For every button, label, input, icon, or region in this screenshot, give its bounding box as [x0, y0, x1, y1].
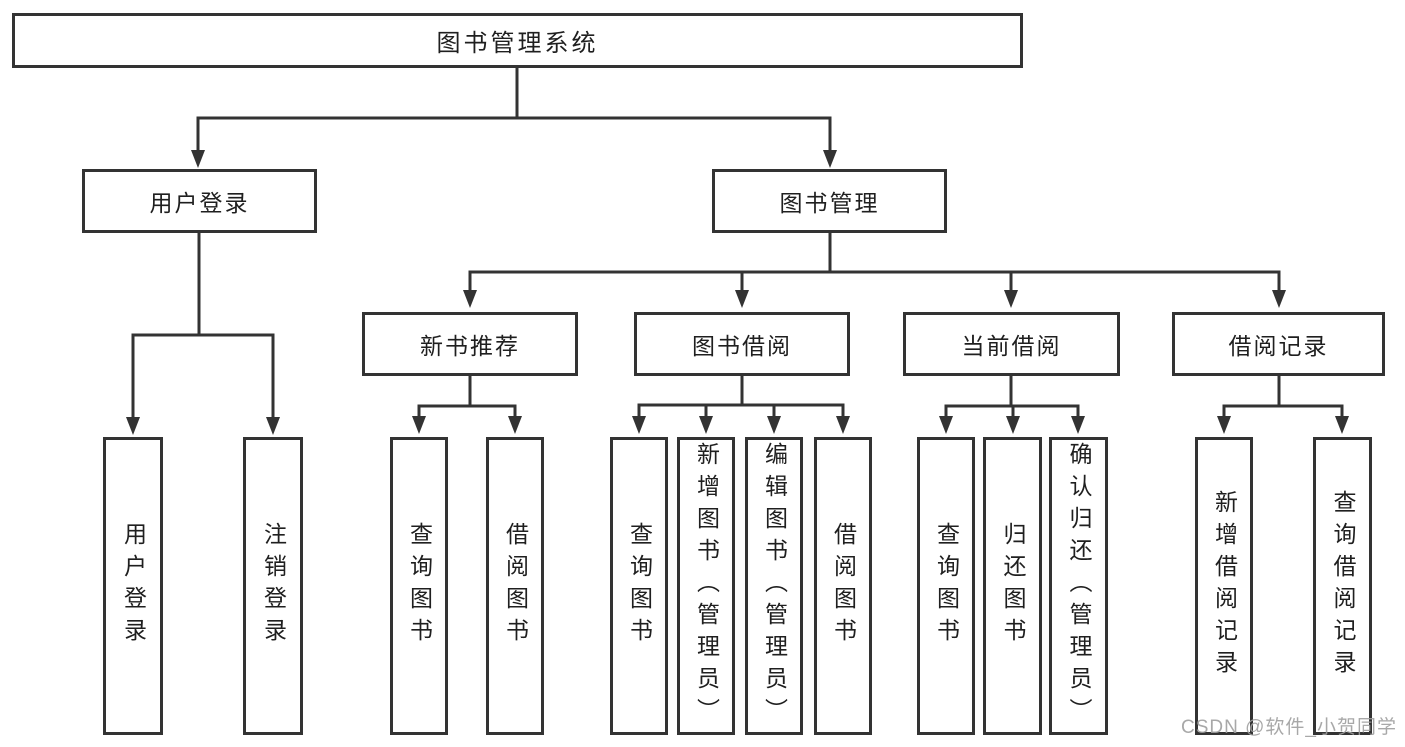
node-book-mgmt: 图书管理: [712, 169, 947, 233]
node-user-login-label: 用户登录: [149, 190, 250, 216]
node-book-borrow: 图书借阅: [634, 312, 850, 376]
leaf-borrow-add-admin-label: 新增图书（管理员）: [693, 442, 720, 730]
node-book-borrow-label: 图书借阅: [692, 333, 792, 359]
node-root-label: 图书管理系统: [436, 30, 599, 57]
node-new-book-rec: 新书推荐: [362, 312, 578, 376]
connector-user-login-to-leaves: [126, 233, 280, 435]
node-borrow-records: 借阅记录: [1172, 312, 1385, 376]
leaf-user-login-label: 用户登录: [120, 522, 147, 650]
node-user-login: 用户登录: [82, 169, 317, 233]
leaf-current-query: 查询图书: [917, 437, 975, 735]
leaf-record-query: 查询借阅记录: [1313, 437, 1372, 735]
leaf-current-return: 归还图书: [983, 437, 1042, 735]
leaf-logout: 注销登录: [243, 437, 303, 735]
leaf-record-add: 新增借阅记录: [1195, 437, 1253, 735]
node-root: 图书管理系统: [12, 13, 1023, 68]
connector-current-borrow-to-leaves: [939, 376, 1085, 434]
connector-book-borrow-to-leaves: [632, 376, 850, 434]
connector-borrow-records-to-leaves: [1217, 376, 1349, 434]
leaf-borrow-borrow: 借阅图书: [814, 437, 872, 735]
leaf-record-add-label: 新增借阅记录: [1211, 490, 1238, 682]
leaf-borrow-query: 查询图书: [610, 437, 668, 735]
leaf-newbook-query: 查询图书: [390, 437, 448, 735]
leaf-newbook-borrow-label: 借阅图书: [502, 522, 529, 650]
leaf-borrow-borrow-label: 借阅图书: [830, 522, 857, 650]
leaf-newbook-query-label: 查询图书: [406, 522, 433, 650]
node-borrow-records-label: 借阅记录: [1228, 333, 1329, 359]
leaf-logout-label: 注销登录: [260, 522, 287, 650]
leaf-borrow-query-label: 查询图书: [626, 522, 653, 650]
node-new-book-rec-label: 新书推荐: [420, 333, 520, 359]
csdn-watermark: CSDN @软件_小贺同学: [1181, 717, 1397, 738]
leaf-current-return-label: 归还图书: [1000, 522, 1026, 650]
leaf-record-query-label: 查询借阅记录: [1330, 490, 1356, 682]
connector-root-to-level2: [191, 68, 837, 168]
leaf-current-confirm-admin-label: 确认归还（管理员）: [1066, 442, 1092, 730]
node-current-borrow: 当前借阅: [903, 312, 1120, 376]
leaf-borrow-edit-admin: 编辑图书（管理员）: [745, 437, 803, 735]
leaf-current-query-label: 查询图书: [933, 522, 960, 650]
connector-new-book-rec-to-leaves: [412, 376, 522, 434]
node-current-borrow-label: 当前借阅: [961, 333, 1062, 359]
leaf-newbook-borrow: 借阅图书: [486, 437, 544, 735]
connector-book-mgmt-to-level3: [463, 233, 1286, 308]
node-book-mgmt-label: 图书管理: [779, 190, 880, 216]
leaf-borrow-edit-admin-label: 编辑图书（管理员）: [761, 442, 788, 730]
leaf-borrow-add-admin: 新增图书（管理员）: [677, 437, 735, 735]
leaf-user-login: 用户登录: [103, 437, 163, 735]
leaf-current-confirm-admin: 确认归还（管理员）: [1049, 437, 1108, 735]
